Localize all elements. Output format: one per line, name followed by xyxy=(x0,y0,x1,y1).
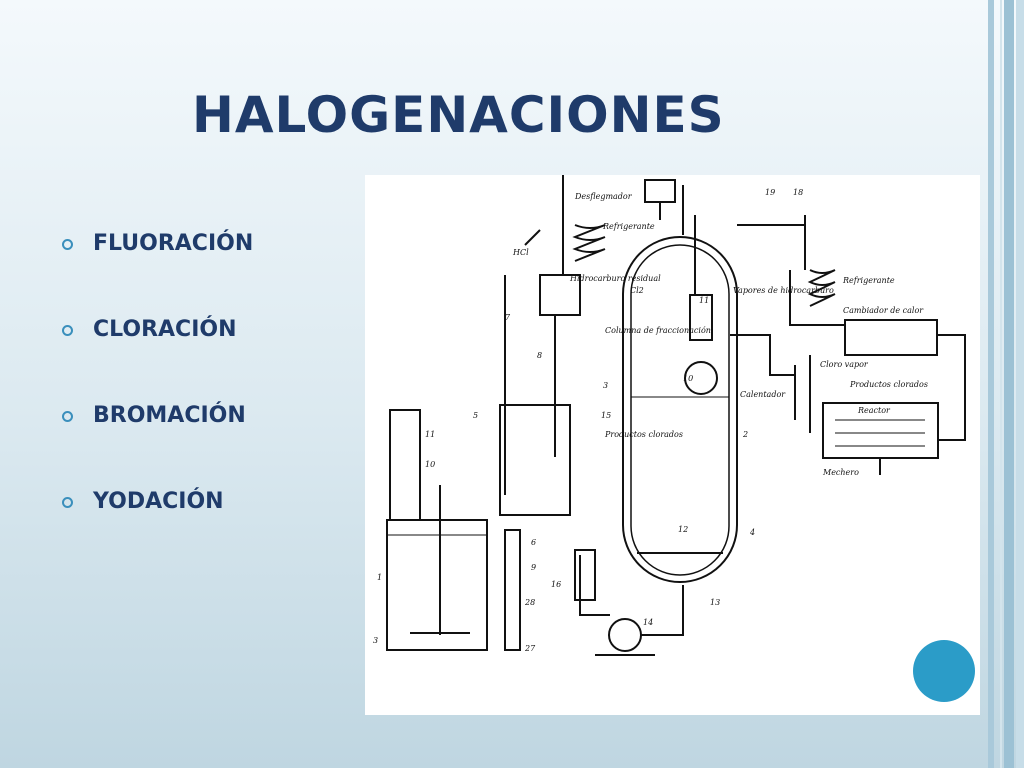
decorative-circle xyxy=(913,640,975,702)
column-16 xyxy=(574,549,596,601)
number-label: 3 xyxy=(603,381,608,390)
label-hcl: HCl xyxy=(512,248,529,257)
label-cl2: Cl2 xyxy=(630,286,644,295)
number-label: 2 xyxy=(742,430,748,439)
reactor-coils xyxy=(835,419,925,447)
number-label: 27 xyxy=(524,644,536,653)
halogenation-plant-diagram: Desflegmador Refrigerante HCl Hidrocarbu… xyxy=(365,175,980,715)
frame-strip xyxy=(1000,0,1002,768)
bullet-marker-icon xyxy=(62,239,73,250)
label-mechero: Mechero xyxy=(822,468,859,477)
right-refrigerant-coil xyxy=(807,269,836,307)
bullet-marker-icon xyxy=(62,497,73,508)
label-desflegmador: Desflegmador xyxy=(574,192,633,201)
diagram-background xyxy=(365,175,980,715)
frame-strip xyxy=(1016,0,1024,768)
number-label: 10 xyxy=(425,460,435,469)
intermediate-drum xyxy=(499,404,571,516)
label-reactor: Reactor xyxy=(857,406,891,415)
number-label: 15 xyxy=(601,411,611,420)
bullet-item: YODACIÓN xyxy=(62,484,253,570)
bullet-text: YODACIÓN xyxy=(93,489,224,514)
number-label: 13 xyxy=(710,598,720,607)
bullet-list: FLUORACIÓN CLORACIÓN BROMACIÓN YODACIÓN xyxy=(62,226,253,570)
number-label: 11 xyxy=(425,430,435,439)
number-label: 8 xyxy=(537,351,542,360)
label-productos-clorados-right: Productos clorados xyxy=(849,380,928,389)
bullet-item: FLUORACIÓN xyxy=(62,226,253,312)
bullet-text: CLORACIÓN xyxy=(93,317,237,342)
frame-strip xyxy=(988,0,994,768)
label-refrigerante-right: Refrigerante xyxy=(842,276,895,285)
number-label: 10 xyxy=(683,374,693,383)
diagram-labels: Desflegmador Refrigerante HCl Hidrocarbu… xyxy=(373,188,928,653)
label-hidrocarburo-residual: Hidrocarburo residual xyxy=(569,274,661,283)
level-gauge xyxy=(504,529,521,651)
number-label: 1 xyxy=(377,573,382,582)
chlorine-vapor-line xyxy=(730,334,796,420)
agitator-shaft xyxy=(410,485,470,635)
agitated-tank xyxy=(386,519,488,651)
column-flask xyxy=(684,361,718,395)
label-cloro-vapor: Cloro vapor xyxy=(820,360,869,369)
label-columna-fraccionacion: Columna de fraccionación xyxy=(605,326,711,335)
bullet-text: FLUORACIÓN xyxy=(93,231,254,256)
bullet-text: BROMACIÓN xyxy=(93,403,246,428)
number-label: 14 xyxy=(643,618,653,627)
label-cambiador-calor: Cambiador de calor xyxy=(843,306,924,315)
number-label: 18 xyxy=(793,188,803,197)
number-label: 4 xyxy=(749,528,755,537)
number-label: 9 xyxy=(531,563,536,572)
bullet-marker-icon xyxy=(62,325,73,336)
number-label: 28 xyxy=(524,598,535,607)
column-inner-tube xyxy=(689,294,713,341)
label-refrigerante-top: Refrigerante xyxy=(602,222,655,231)
heat-exchanger xyxy=(844,319,938,356)
number-label: 12 xyxy=(678,525,688,534)
label-calentador: Calentador xyxy=(740,390,786,399)
column-inner-wall xyxy=(630,244,730,576)
bullet-marker-icon xyxy=(62,411,73,422)
right-piping xyxy=(737,215,966,475)
slide-title: HALOGENACIONES xyxy=(192,86,725,144)
bullet-item: CLORACIÓN xyxy=(62,312,253,398)
number-label: 3 xyxy=(373,636,378,645)
number-label: 19 xyxy=(765,188,775,197)
column-vessel xyxy=(622,236,738,583)
refrigerant-coil xyxy=(572,224,606,262)
diagram-svg: Desflegmador Refrigerante HCl Hidrocarbu… xyxy=(365,175,980,715)
label-productos-clorados-center: Productos clorados xyxy=(604,430,683,439)
feed-column xyxy=(389,409,421,521)
bullet-item: BROMACIÓN xyxy=(62,398,253,484)
number-label: 5 xyxy=(473,411,478,420)
vent-pipes xyxy=(504,175,564,495)
label-vapores-hidrocarburo: Vapores de hidrocarburo xyxy=(733,286,834,295)
number-label: 6 xyxy=(531,538,536,547)
number-label: 16 xyxy=(551,580,561,589)
frame-strip xyxy=(1004,0,1014,768)
hcl-separator xyxy=(539,274,581,316)
number-label: 11 xyxy=(699,296,709,305)
number-label: 7 xyxy=(505,313,511,322)
pump-piping xyxy=(579,555,684,656)
column-top-pipes xyxy=(659,185,696,295)
